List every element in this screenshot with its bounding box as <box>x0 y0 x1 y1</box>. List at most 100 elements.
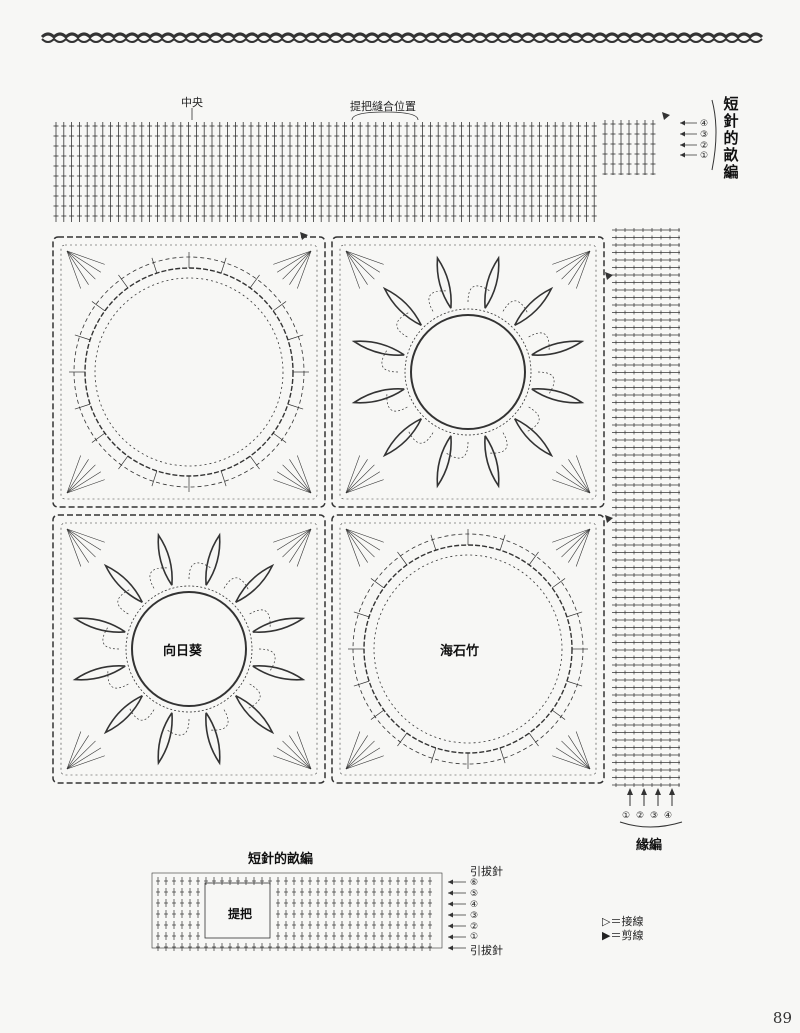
handle-row-6: ⑥ <box>470 878 479 888</box>
row-marker-bottom-1: ① <box>622 811 631 821</box>
top-chain-border <box>40 32 764 40</box>
sunflower-petal <box>531 340 585 356</box>
corner-spoke <box>345 471 381 494</box>
corner-spoke <box>568 528 591 563</box>
sunflower-center-ring <box>131 591 247 707</box>
hydrangea-spoke <box>397 732 408 747</box>
sunflower-petal <box>103 563 144 604</box>
corner-spoke <box>552 250 591 265</box>
hydrangea-spoke <box>74 403 91 410</box>
sunflower-chain <box>223 577 249 590</box>
hydrangea-ring-inner <box>94 277 284 467</box>
corner-spoke <box>297 250 312 289</box>
sunflower-center-ring <box>410 314 526 430</box>
sunflower-chain <box>502 300 528 313</box>
hydrangea-spoke <box>151 257 158 274</box>
row-marker-top-3: ③ <box>700 130 709 140</box>
edge-arrow-head <box>641 788 647 795</box>
handle-row-arrow-head <box>448 890 453 896</box>
corner-spoke <box>66 250 96 280</box>
corner-spoke <box>576 455 591 494</box>
row-marker-bottom-2: ② <box>636 811 645 821</box>
hydrangea-spoke <box>91 432 106 443</box>
row-marker-top-4: ④ <box>700 119 709 129</box>
corner-spoke <box>345 740 375 770</box>
hydrangea-spoke <box>353 680 370 687</box>
corner-spoke <box>273 479 312 494</box>
sunflower-chain <box>102 627 120 650</box>
motif-square-border <box>52 514 326 784</box>
corner-spoke <box>66 250 81 289</box>
handle-row-arrow-head <box>448 901 453 907</box>
sunflower-petal <box>252 665 306 681</box>
sunflower-petal <box>72 665 126 681</box>
handle-row-2: ② <box>470 922 479 932</box>
sunflower-chain <box>149 567 168 589</box>
corner-spoke <box>282 740 312 770</box>
row-arrow-head <box>680 142 685 148</box>
hydrangea-spoke <box>370 578 385 589</box>
sunflower-petal <box>382 286 423 327</box>
sunflower-petal <box>72 617 126 633</box>
handle-row-arrow-head <box>448 934 453 940</box>
corner-spoke <box>552 479 591 494</box>
corner-spoke <box>66 471 102 494</box>
hydrangea-label: 海石竹 <box>440 644 480 659</box>
sunflower-petal <box>205 532 221 586</box>
short-row-side-label: 短針的畝編 <box>722 96 740 181</box>
hydrangea-spoke <box>430 747 437 764</box>
handle-row-arrow-head <box>448 923 453 929</box>
sunflower-chain <box>528 332 550 351</box>
corner-spoke <box>66 528 89 563</box>
sunflower-chain <box>188 562 211 580</box>
sunflower-petal <box>513 286 554 327</box>
sunflower-petal <box>382 417 423 458</box>
corner-spoke <box>273 755 312 770</box>
hydrangea-spoke <box>151 470 158 487</box>
sunflower-center-stitches <box>125 585 253 713</box>
row-marker-top-2: ② <box>700 141 709 151</box>
handle-row-arrow-head <box>448 945 453 951</box>
handle-row-1: ① <box>470 932 479 942</box>
page-number: 89 <box>772 1009 792 1027</box>
corner-spoke <box>555 471 591 494</box>
hydrangea-spoke <box>551 578 566 589</box>
sunflower-chain <box>248 683 261 709</box>
corner-spoke <box>66 528 102 551</box>
sunflower-chain <box>428 290 447 312</box>
handle-seam-label: 提把縫合位置 <box>350 100 416 113</box>
corner-spoke <box>345 459 368 494</box>
sunflower-petal <box>436 435 452 489</box>
sunflower-chain <box>408 431 434 444</box>
hydrangea-spoke <box>566 611 583 618</box>
corner-spoke <box>66 735 89 770</box>
corner-spoke <box>555 747 591 770</box>
corner-spoke <box>345 250 360 289</box>
hydrangea-spoke <box>353 611 370 618</box>
handle-chart-frame <box>151 872 443 949</box>
corner-spoke <box>568 735 591 770</box>
motif-square-inner <box>60 522 318 776</box>
sunflower-petal <box>351 340 405 356</box>
corner-spoke <box>561 528 591 558</box>
hydrangea-ring-outer <box>73 256 305 488</box>
edge-arrow-head <box>669 788 675 795</box>
sunflower-chain <box>381 350 399 373</box>
handle-row-5: ⑤ <box>470 889 479 899</box>
corner-spoke <box>289 459 312 494</box>
sunflower-petal <box>513 417 554 458</box>
hydrangea-spoke <box>249 274 260 289</box>
corner-spoke <box>66 528 96 558</box>
hydrangea-spoke <box>118 274 129 289</box>
sunflower-petal <box>484 255 500 309</box>
sunflower-chain <box>537 371 555 394</box>
sunflower-petal <box>234 563 275 604</box>
corner-spoke <box>66 455 81 494</box>
cut-thread-marker <box>605 515 613 523</box>
short-row-side-text: 短針的畝編 <box>723 95 739 181</box>
corner-spoke <box>66 479 105 494</box>
corner-spoke <box>575 528 591 567</box>
corner-spoke <box>561 740 591 770</box>
legend-cut: ▶＝剪線 <box>602 927 643 943</box>
